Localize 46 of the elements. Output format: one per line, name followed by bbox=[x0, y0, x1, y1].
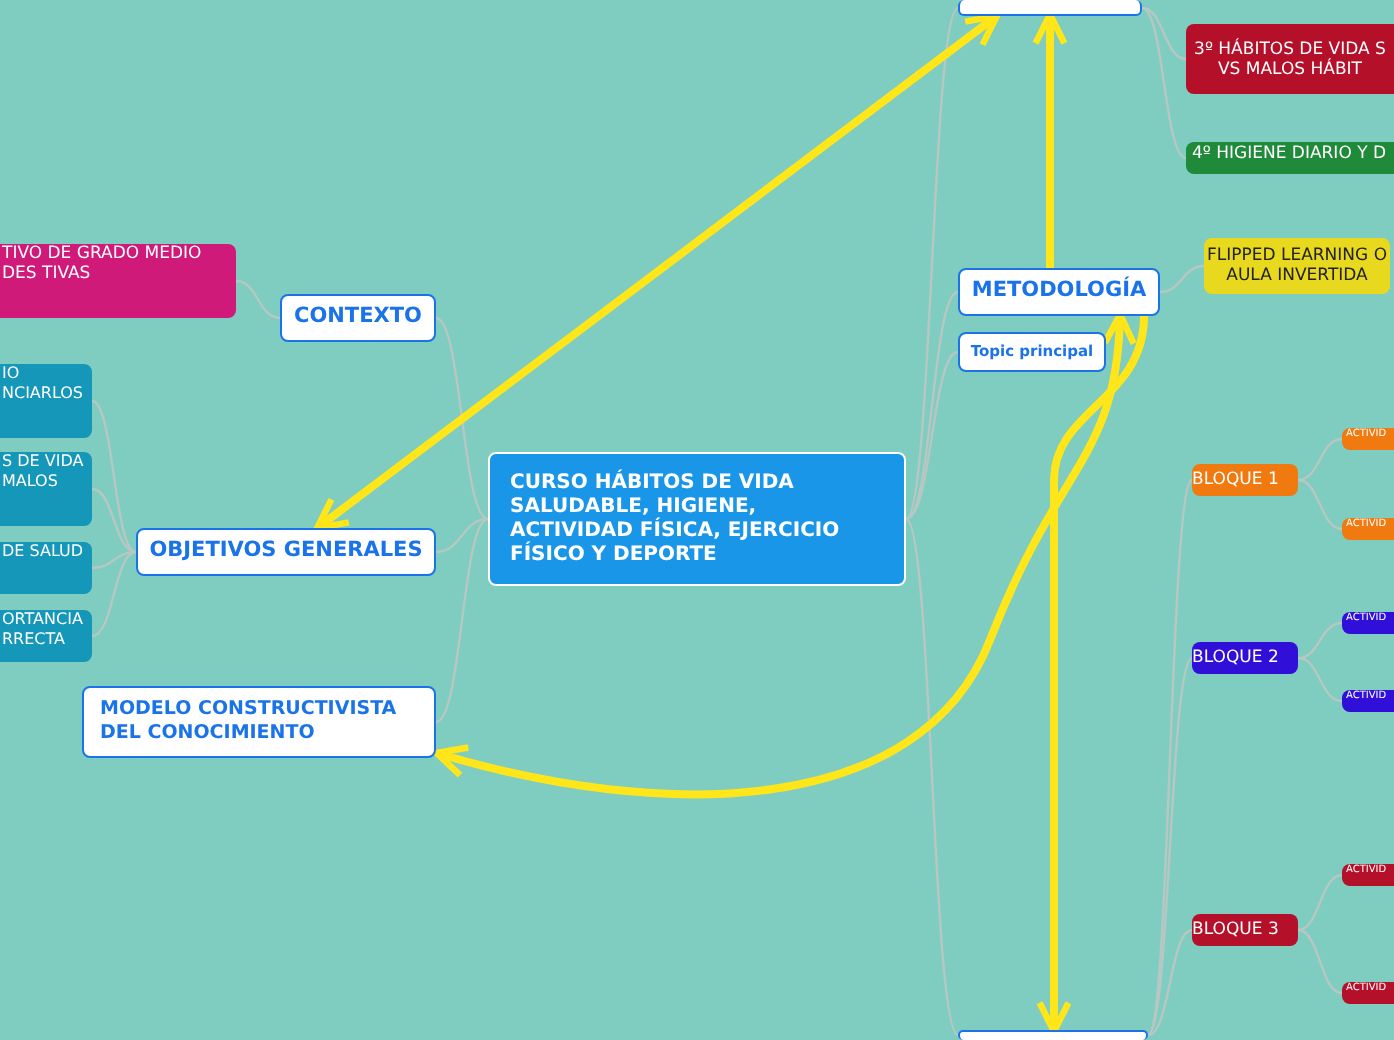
topic-box: CONTEXTO bbox=[280, 294, 436, 342]
subtopic-box: ORTANCIA RRECTA bbox=[0, 610, 92, 662]
connector-line bbox=[1141, 6, 1187, 61]
connector-line bbox=[1159, 264, 1205, 294]
subtopic-box: BLOQUE 2 bbox=[1192, 642, 1298, 674]
connector-line bbox=[435, 317, 489, 520]
connector-line bbox=[905, 350, 959, 521]
connector-line bbox=[1297, 478, 1343, 531]
connector-line bbox=[235, 279, 281, 320]
highlight-arrow bbox=[313, 12, 1001, 532]
connector-line bbox=[1147, 657, 1193, 1036]
connector-line bbox=[91, 487, 137, 554]
connector-line bbox=[1297, 928, 1343, 995]
connector-line bbox=[435, 517, 489, 554]
subtopic-box: BLOQUE 3 bbox=[1192, 914, 1298, 946]
connector-line bbox=[1146, 479, 1194, 1036]
connector-line bbox=[91, 550, 137, 638]
connector-line bbox=[1297, 656, 1343, 703]
subtopic-box: S DE VIDA MALOS bbox=[0, 452, 92, 526]
connector-line bbox=[1147, 928, 1193, 1037]
connector-line bbox=[91, 399, 137, 554]
connector-line bbox=[1297, 873, 1343, 932]
connector-line bbox=[905, 291, 959, 520]
topic-box: MODELO CONSTRUCTIVISTA DEL CONOCIMIENTO bbox=[82, 686, 436, 758]
subtopic-box: IO NCIARLOS bbox=[0, 364, 92, 438]
connector-line bbox=[904, 518, 960, 1036]
highlight-arrow bbox=[433, 311, 1137, 798]
connector-line bbox=[904, 7, 960, 520]
subtopic-box: DE SALUD bbox=[0, 542, 92, 594]
subtopic-box: FLIPPED LEARNING O AULA INVERTIDA bbox=[1204, 238, 1390, 294]
topic-box: METODOLOGÍA bbox=[958, 268, 1160, 316]
topic-box bbox=[958, 0, 1142, 16]
central-topic-box: CURSO HÁBITOS DE VIDA SALUDABLE, HIGIENE, ACTIVIDAD FÍSICA, EJERCICIO FÍSICO Y DEPORTE bbox=[488, 452, 906, 586]
topic-box: OBJETIVOS GENERALES bbox=[136, 528, 436, 576]
highlight-arrow bbox=[1032, 11, 1068, 268]
highlight-arrow bbox=[1036, 315, 1148, 1035]
connector-line bbox=[91, 550, 137, 570]
connector-line bbox=[1141, 6, 1187, 160]
connector-line bbox=[435, 518, 489, 723]
connector-line bbox=[1297, 437, 1343, 482]
connector-line bbox=[1297, 621, 1343, 660]
subtopic-box: BLOQUE 1 bbox=[1192, 464, 1298, 496]
subtopic-box: TIVO DE GRADO MEDIO DES TIVAS bbox=[0, 244, 236, 318]
topic-box bbox=[958, 1030, 1148, 1040]
subtopic-box: 4º HIGIENE DIARIO Y D bbox=[1186, 142, 1394, 174]
subtopic-box: 3º HÁBITOS DE VIDA S VS MALOS HÁBIT bbox=[1186, 24, 1394, 94]
